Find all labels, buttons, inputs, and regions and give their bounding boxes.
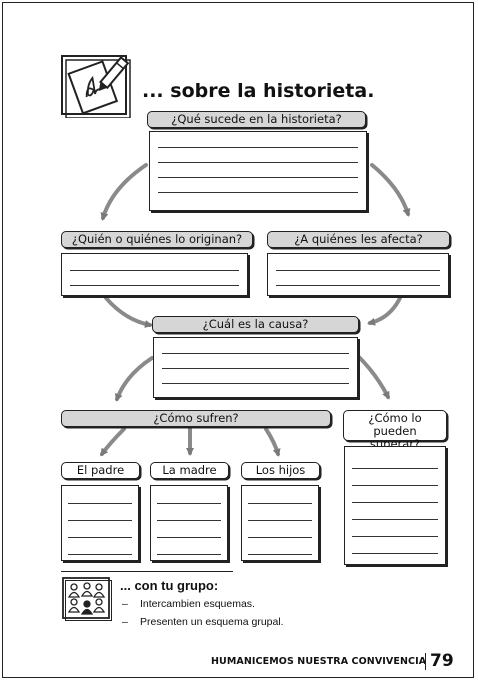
prompt-children: Los hijos: [241, 462, 320, 479]
page-title: ... sobre la historieta.: [142, 80, 375, 102]
footer-title: HUMANICEMOS NUESTRA CONVIVENCIA: [211, 656, 427, 667]
answer-box-mother[interactable]: [150, 485, 228, 561]
answer-box-cause[interactable]: [153, 337, 358, 398]
prompt-father: El padre: [61, 462, 140, 479]
answer-box-who-affected[interactable]: [267, 253, 449, 296]
prompt-how-overcome: ¿Cómo lo pueden superar?: [343, 410, 447, 451]
page-number: 79: [430, 651, 454, 671]
writing-hand-icon: [60, 54, 134, 119]
answer-box-what-happens[interactable]: [149, 131, 367, 211]
section-divider: [61, 571, 233, 572]
answer-box-how-overcome[interactable]: [344, 446, 446, 565]
instruction-bullet: –: [122, 598, 128, 610]
footer-separator: [425, 653, 426, 670]
prompt-cause: ¿Cuál es la causa?: [152, 316, 359, 333]
prompt-who-affected: ¿A quiénes les afecta?: [267, 231, 450, 248]
prompt-how-suffer: ¿Cómo sufren?: [61, 410, 331, 427]
prompt-who-originates: ¿Quién o quiénes lo originan?: [61, 231, 253, 248]
prompt-what-happens: ¿Qué sucede en la historieta?: [147, 111, 366, 128]
group-people-icon: [62, 577, 112, 621]
answer-box-children[interactable]: [241, 485, 319, 561]
page-frame: [2, 2, 474, 678]
answer-box-father[interactable]: [61, 485, 139, 561]
group-heading: ... con tu grupo:: [120, 578, 219, 593]
instruction-item: Presenten un esquema grupal.: [140, 616, 284, 628]
instruction-item: Intercambien esquemas.: [140, 598, 255, 610]
instruction-bullet: –: [122, 616, 128, 628]
answer-box-who-originates[interactable]: [61, 253, 248, 296]
prompt-mother: La madre: [150, 462, 229, 479]
